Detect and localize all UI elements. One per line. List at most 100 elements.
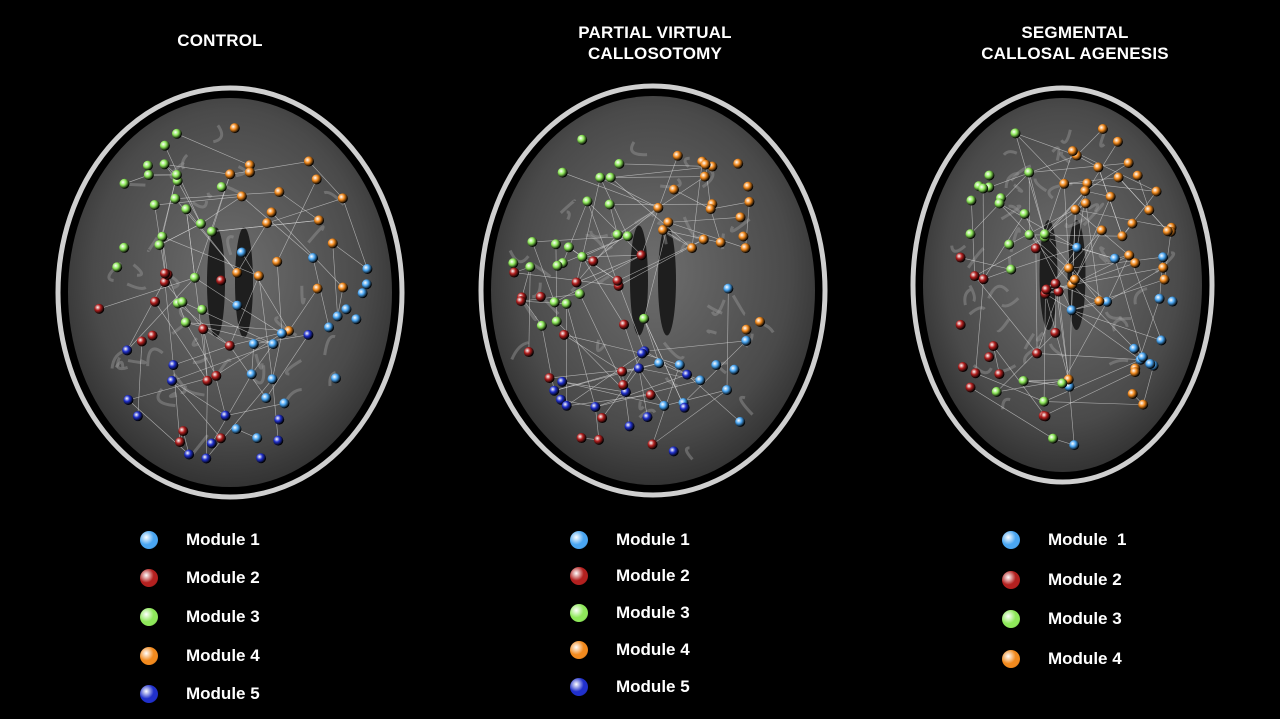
network-edge — [185, 322, 289, 332]
network-edge — [203, 329, 208, 381]
network-edge — [206, 379, 273, 459]
network-edge — [211, 374, 252, 444]
gyrus — [684, 446, 694, 461]
network-edge — [1044, 151, 1074, 235]
network-node — [246, 369, 257, 380]
network-node — [561, 298, 572, 309]
network-edge — [683, 340, 747, 404]
network-node — [303, 329, 314, 340]
network-edge — [1044, 190, 1086, 238]
network-edge — [710, 208, 721, 243]
network-node — [1032, 348, 1043, 359]
gyrus — [1033, 178, 1048, 193]
network-node — [178, 426, 189, 437]
gyrus — [146, 347, 164, 367]
network-node — [672, 150, 683, 161]
network-node — [184, 449, 195, 460]
gyrus — [683, 156, 690, 168]
network-node — [272, 256, 283, 267]
network-edge — [236, 222, 268, 273]
network-edge — [272, 379, 279, 441]
network-node — [1156, 335, 1167, 346]
network-node — [715, 237, 726, 248]
network-node — [965, 229, 976, 240]
module-1-dot-icon — [1002, 531, 1020, 549]
network-node — [202, 375, 213, 386]
legend-label: Module 3 — [1048, 609, 1122, 628]
gyrus — [731, 294, 746, 317]
network-node — [1123, 158, 1134, 169]
network-node — [508, 258, 519, 269]
network-edge — [1075, 209, 1172, 229]
network-node — [612, 275, 623, 286]
network-edge — [562, 235, 628, 264]
network-edge — [562, 201, 588, 264]
network-node — [1050, 278, 1061, 289]
network-edge — [308, 161, 344, 199]
network-edge — [1029, 162, 1129, 173]
network-node — [1024, 167, 1035, 178]
gyrus — [285, 387, 302, 401]
legend-item-module-4: Module 4 — [140, 644, 360, 668]
network-edge — [566, 394, 651, 407]
network-node — [984, 170, 995, 181]
network-node — [337, 282, 348, 293]
network-edge — [975, 279, 984, 374]
gyrus — [1023, 332, 1036, 350]
network-edge — [579, 293, 624, 386]
network-node — [535, 291, 546, 302]
network-edge — [514, 272, 619, 287]
network-edge — [582, 256, 618, 282]
network-edge — [194, 174, 231, 278]
network-node — [361, 279, 372, 290]
network-edge — [164, 282, 174, 366]
network-edge — [1137, 175, 1150, 211]
network-node — [590, 402, 601, 413]
module-3-dot-icon — [1002, 610, 1020, 628]
network-edge — [974, 237, 1045, 277]
panel-title: CONTROL — [177, 31, 263, 50]
gyrus — [967, 247, 985, 269]
network-edge — [587, 201, 642, 256]
brain-scan — [50, 80, 410, 505]
network-edge — [601, 368, 640, 419]
network-node — [1072, 242, 1083, 253]
network-edge — [610, 166, 713, 178]
network-edge — [521, 266, 531, 298]
brain-network-image — [55, 85, 405, 500]
network-node — [1010, 128, 1021, 139]
network-node — [1057, 378, 1068, 389]
network-node — [1096, 225, 1107, 236]
network-node — [308, 252, 319, 263]
network-node — [593, 434, 604, 445]
network-edge — [1076, 128, 1104, 156]
gyrus — [1098, 254, 1108, 264]
network-edge — [177, 180, 202, 224]
network-node — [559, 329, 570, 340]
brain-scan — [905, 80, 1220, 490]
gyrus — [1001, 297, 1020, 308]
gyrus — [132, 263, 143, 277]
network-node — [119, 178, 130, 189]
module-2-dot-icon — [570, 567, 588, 585]
network-edge — [1098, 167, 1123, 237]
network-node — [618, 379, 629, 390]
network-edge — [1062, 301, 1108, 384]
network-node — [266, 207, 277, 218]
legend-item-module-3: Module 3 — [140, 605, 360, 629]
gyrus — [659, 177, 682, 189]
network-edge — [1015, 133, 1077, 156]
network-node — [1039, 396, 1050, 407]
network-node — [549, 385, 560, 396]
gyrus — [968, 306, 986, 316]
network-node — [197, 304, 208, 315]
network-node — [984, 352, 995, 363]
network-node — [206, 438, 217, 449]
module-1-dot-icon — [140, 531, 158, 549]
network-node — [577, 134, 588, 145]
gyrus — [1002, 150, 1018, 156]
network-node — [994, 198, 1005, 209]
gyrus — [307, 225, 325, 244]
network-edge — [576, 254, 642, 283]
legend-label: Module 1 — [616, 530, 690, 549]
